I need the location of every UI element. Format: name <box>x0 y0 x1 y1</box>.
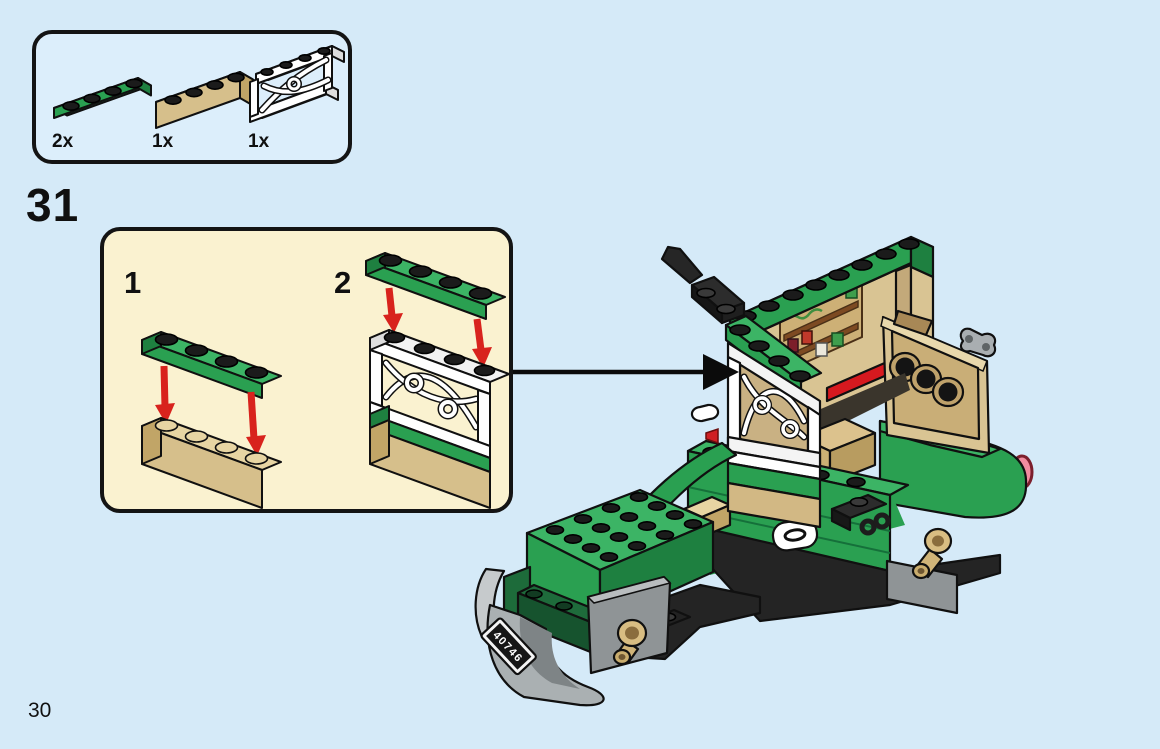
assembly-arrow <box>513 354 739 390</box>
part-quantity-green-plate: 2x <box>52 131 74 152</box>
axle-pin-rear <box>911 527 953 580</box>
arrowhead-icon <box>703 354 739 390</box>
substep1-arrows <box>155 365 266 456</box>
license-plate: 40746 <box>480 617 537 676</box>
front-wheel-block <box>586 575 672 675</box>
black-clip-plate <box>830 493 891 536</box>
tan-brick-part-icon <box>155 71 254 129</box>
part-quantity-tan-brick: 1x <box>152 131 174 152</box>
substeps-panel: 1 2 <box>100 227 513 513</box>
hood <box>525 488 715 625</box>
substep2-fence-assembly <box>369 329 509 509</box>
step-number: 31 <box>26 179 80 231</box>
parts-callout-illustrations <box>53 45 345 129</box>
page-number: 30 <box>28 699 52 722</box>
parts-callout-panel: 2x 1x 1x <box>32 30 352 164</box>
substeps-illustration <box>141 252 509 509</box>
part-quantity-fence: 1x <box>248 131 270 152</box>
green-plate-part-icon <box>53 77 152 119</box>
substep-2-label: 2 <box>334 265 352 300</box>
substep1-tan-brick <box>141 417 282 509</box>
white-fence-part-icon <box>249 45 345 123</box>
substep1-green-plate <box>141 331 282 399</box>
substep-1-label: 1 <box>124 265 142 300</box>
fence-wall-assembly <box>690 314 823 529</box>
white-clip-icon <box>690 403 720 423</box>
fence-tan-base <box>726 481 822 529</box>
model-illustration: 40746 <box>474 235 1034 707</box>
black-hook-plate <box>660 245 746 325</box>
substep2-arrows <box>383 287 492 368</box>
flower-pot-panel <box>880 309 997 455</box>
front-bumper: 40746 <box>474 567 605 707</box>
gray-link-icon <box>959 327 997 358</box>
red-wedge <box>705 427 719 445</box>
substep2-green-plate <box>365 252 506 320</box>
